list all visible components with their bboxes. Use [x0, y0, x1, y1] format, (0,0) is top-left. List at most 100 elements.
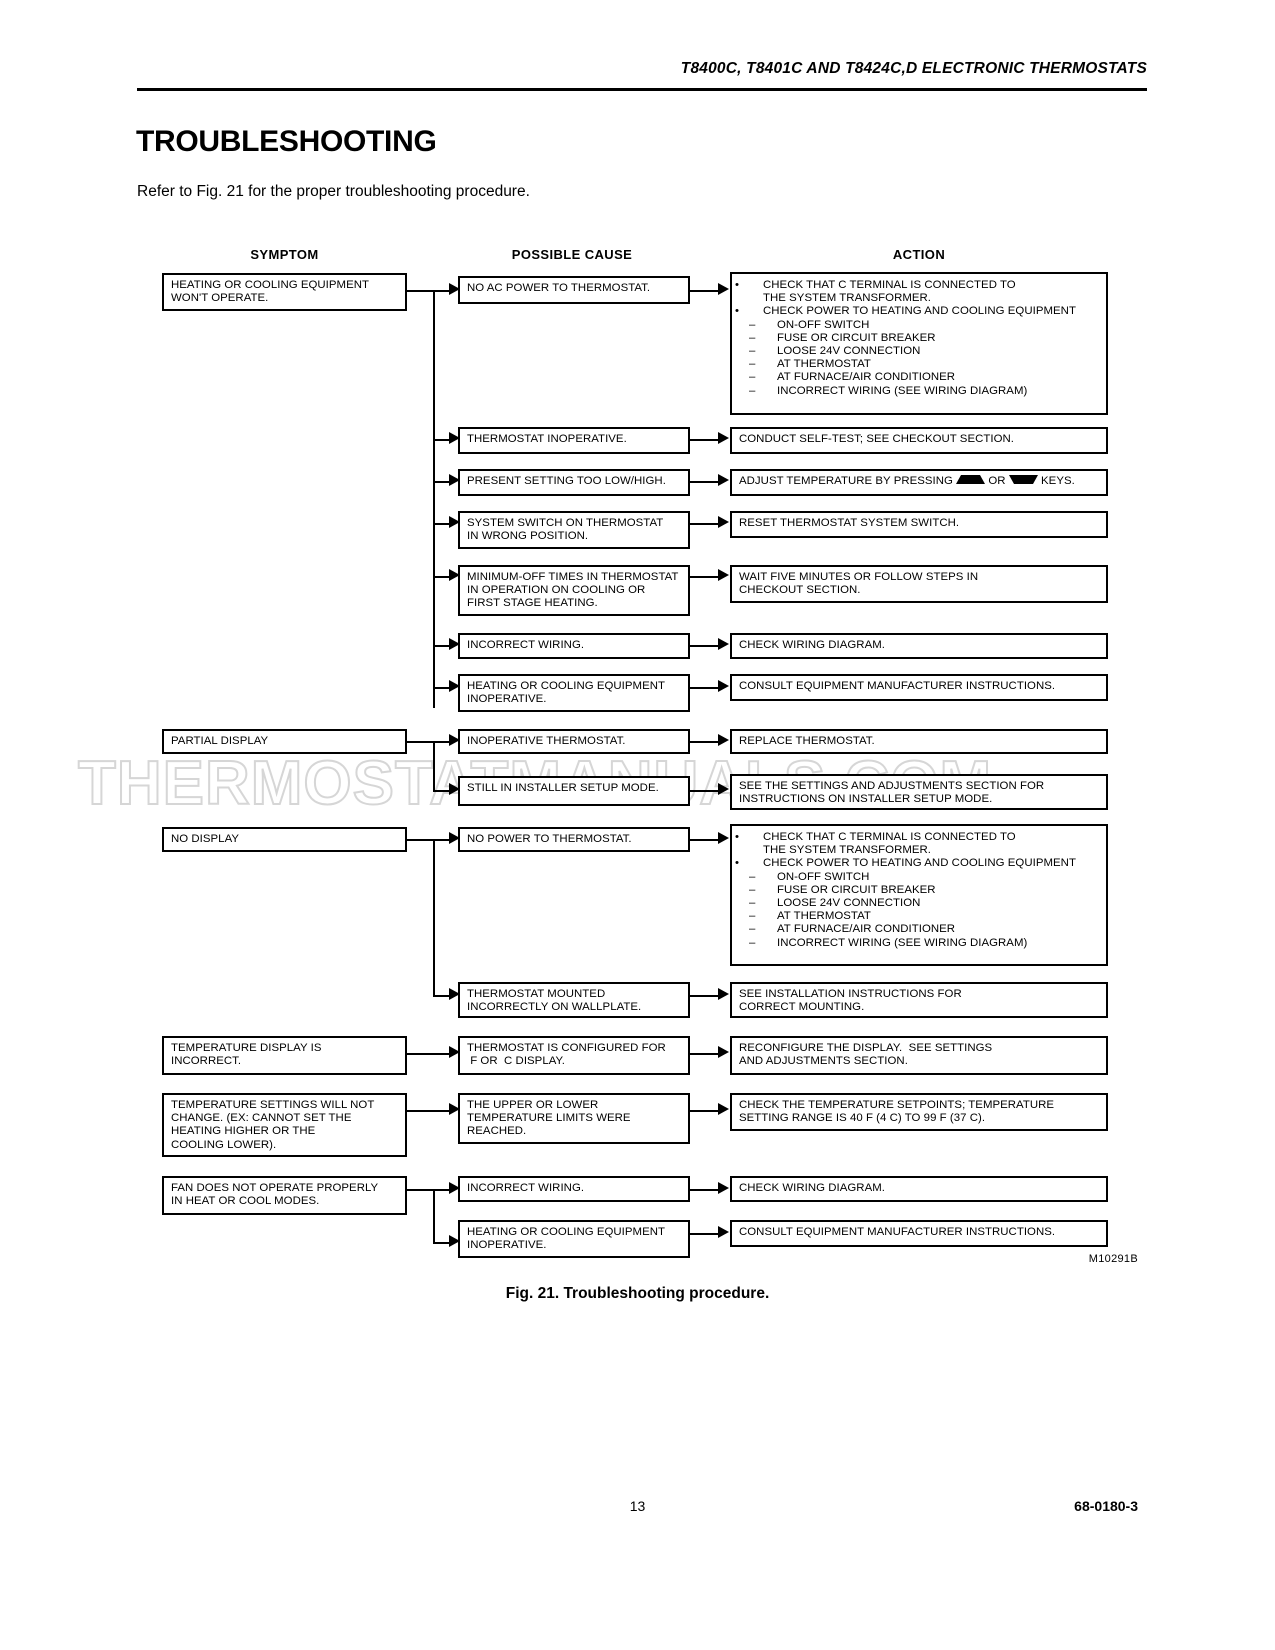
cause-box-6: INCORRECT WIRING. [458, 633, 690, 659]
symptom-5-line-1: TEMPERATURE SETTINGS WILL NOT [171, 1099, 375, 1111]
connector-s3-out [407, 839, 435, 842]
action-1-bullet-2: CHECK POWER TO HEATING AND COOLING EQUIP… [741, 305, 1106, 318]
cause-13-line-2: TEMPERATURE LIMITS WERE [467, 1112, 631, 1125]
action-box-15: CONSULT EQUIPMENT MANUFACTURER INSTRUCTI… [730, 1220, 1108, 1247]
cause-box-9: STILL IN INSTALLER SETUP MODE. [458, 776, 690, 806]
action-box-14: CHECK WIRING DIAGRAM. [730, 1176, 1108, 1202]
action-5-line-2: CHECKOUT SECTION. [739, 584, 861, 597]
connector-s2-out [407, 741, 435, 744]
action-10-bullet-1: CHECK THAT C TERMINAL IS CONNECTED TO [741, 831, 1106, 844]
arrow-to-cause-9 [449, 783, 460, 795]
cause-1-line-1: NO AC POWER TO THERMOSTAT. [467, 282, 651, 294]
connector-c4-stub [433, 523, 451, 526]
arrow-to-cause-2 [449, 432, 460, 444]
cause-5-line-2: IN OPERATION ON COOLING OR [467, 584, 646, 597]
cause-9-line-1: STILL IN INSTALLER SETUP MODE. [467, 782, 659, 794]
action-box-12: RECONFIGURE THE DISPLAY. SEE SETTINGS AN… [730, 1036, 1108, 1075]
connector-c10-a10 [690, 839, 720, 842]
action-9-line-2: INSTRUCTIONS ON INSTALLER SETUP MODE. [739, 793, 993, 806]
action-1-cont-1: THE SYSTEM TRANSFORMER. [763, 292, 932, 305]
connector-c6-a6 [690, 645, 720, 648]
action-12-line-1: RECONFIGURE THE DISPLAY. SEE SETTINGS [739, 1042, 993, 1054]
connector-c14-a14 [690, 1189, 720, 1192]
connector-c1-stub [433, 290, 451, 293]
connector-c12-a12 [690, 1053, 720, 1056]
arrow-to-cause-12 [449, 1046, 460, 1058]
action-10-cont-1: THE SYSTEM TRANSFORMER. [763, 844, 932, 857]
cause-13-line-3: REACHED. [467, 1125, 527, 1138]
action-3-pre: ADJUST TEMPERATURE BY PRESSING [739, 475, 957, 487]
action-box-13: CHECK THE TEMPERATURE SETPOINTS; TEMPERA… [730, 1093, 1108, 1131]
symptom-1-line-2: WON'T OPERATE. [171, 292, 269, 305]
action-13-line-1: CHECK THE TEMPERATURE SETPOINTS; TEMPERA… [739, 1099, 1055, 1111]
symptom-box-6: FAN DOES NOT OPERATE PROPERLY IN HEAT OR… [162, 1176, 407, 1215]
action-12-line-2: AND ADJUSTMENTS SECTION. [739, 1055, 908, 1068]
symptom-box-2: PARTIAL DISPLAY [162, 729, 407, 754]
action-2-line-1: CONDUCT SELF-TEST; SEE CHECKOUT SECTION. [739, 433, 1014, 445]
cause-box-5: MINIMUM-OFF TIMES IN THERMOSTAT IN OPERA… [458, 565, 690, 616]
arrow-to-cause-6 [449, 638, 460, 650]
connector-c9-a9 [690, 790, 720, 793]
symptom-box-1: HEATING OR COOLING EQUIPMENT WON'T OPERA… [162, 273, 407, 311]
action-box-2: CONDUCT SELF-TEST; SEE CHECKOUT SECTION. [730, 427, 1108, 454]
action-10-dash-3: LOOSE 24V CONNECTION [741, 897, 1106, 910]
action-13-line-2: SETTING RANGE IS 40 F (4 C) TO 99 F (37 … [739, 1112, 986, 1125]
symptom-5-line-3: HEATING HIGHER OR THE [171, 1125, 316, 1138]
running-head: T8400C, T8401C AND T8424C,D ELECTRONIC T… [680, 60, 1147, 77]
arrow-to-action-6 [718, 638, 729, 650]
connector-s6-spine [433, 1189, 436, 1244]
symptom-6-line-1: FAN DOES NOT OPERATE PROPERLY [171, 1182, 379, 1194]
cause-14-line-1: INCORRECT WIRING. [467, 1182, 585, 1194]
action-5-line-1: WAIT FIVE MINUTES OR FOLLOW STEPS IN [739, 571, 979, 583]
cause-box-10: NO POWER TO THERMOSTAT. [458, 827, 690, 852]
symptom-4-line-1: TEMPERATURE DISPLAY IS [171, 1042, 322, 1054]
action-box-3: ADJUST TEMPERATURE BY PRESSING OR KEYS. [730, 469, 1108, 496]
arrow-to-cause-10 [449, 832, 460, 844]
arrow-to-cause-8 [449, 734, 460, 746]
arrow-to-action-9 [718, 783, 729, 795]
connector-c5-a5 [690, 576, 720, 579]
cause-3-line-1: PRESENT SETTING TOO LOW/HIGH. [467, 475, 666, 487]
action-10-dash-6: INCORRECT WIRING (SEE WIRING DIAGRAM) [741, 937, 1106, 950]
cause-8-line-1: INOPERATIVE THERMOSTAT. [467, 735, 626, 747]
action-1-dash-4: AT THERMOSTAT [741, 358, 1106, 371]
cause-11-line-2: INCORRECTLY ON WALLPLATE. [467, 1001, 642, 1014]
cause-5-line-3: FIRST STAGE HEATING. [467, 597, 598, 610]
connector-c2-stub [433, 439, 451, 442]
action-box-8: REPLACE THERMOSTAT. [730, 729, 1108, 754]
action-4-line-1: RESET THERMOSTAT SYSTEM SWITCH. [739, 517, 960, 529]
cause-box-11: THERMOSTAT MOUNTED INCORRECTLY ON WALLPL… [458, 982, 690, 1018]
symptom-box-4: TEMPERATURE DISPLAY IS INCORRECT. [162, 1036, 407, 1075]
connector-c8-a8 [690, 741, 720, 744]
connector-c11-stub [433, 995, 451, 998]
cause-box-7: HEATING OR COOLING EQUIPMENT INOPERATIVE… [458, 674, 690, 712]
action-3-post: KEYS. [1037, 475, 1075, 487]
action-box-10: CHECK THAT C TERMINAL IS CONNECTED TO TH… [730, 824, 1108, 966]
action-box-1: CHECK THAT C TERMINAL IS CONNECTED TO TH… [730, 272, 1108, 415]
cause-box-15: HEATING OR COOLING EQUIPMENT INOPERATIVE… [458, 1220, 690, 1258]
arrow-to-action-10 [718, 832, 729, 844]
connector-c14-stub [433, 1189, 451, 1192]
arrow-to-cause-3 [449, 474, 460, 486]
arrow-to-action-11 [718, 988, 729, 1000]
connector-c1-a1 [690, 290, 720, 293]
cause-4-line-2: IN WRONG POSITION. [467, 530, 589, 543]
action-10-dash-2: FUSE OR CIRCUIT BREAKER [741, 884, 1106, 897]
connector-c5-stub [433, 576, 451, 579]
connector-s3-spine [433, 839, 436, 997]
cause-box-2: THERMOSTAT INOPERATIVE. [458, 427, 690, 454]
arrow-to-action-2 [718, 432, 729, 444]
connector-s1-out [407, 290, 435, 293]
cause-7-line-1: HEATING OR COOLING EQUIPMENT [467, 680, 666, 692]
action-1-dash-5: AT FURNACE/AIR CONDITIONER [741, 371, 1106, 384]
connector-c3-a3 [690, 481, 720, 484]
action-10-dash-4: AT THERMOSTAT [741, 910, 1106, 923]
connector-c7-stub [433, 687, 451, 690]
cause-10-line-1: NO POWER TO THERMOSTAT. [467, 833, 632, 845]
arrow-to-cause-1 [449, 283, 460, 295]
arrow-to-action-3 [718, 474, 729, 486]
action-1-dash-3: LOOSE 24V CONNECTION [741, 345, 1106, 358]
action-15-line-1: CONSULT EQUIPMENT MANUFACTURER INSTRUCTI… [739, 1226, 1056, 1238]
connector-c4-a4 [690, 523, 720, 526]
arrow-to-cause-13 [449, 1103, 460, 1115]
